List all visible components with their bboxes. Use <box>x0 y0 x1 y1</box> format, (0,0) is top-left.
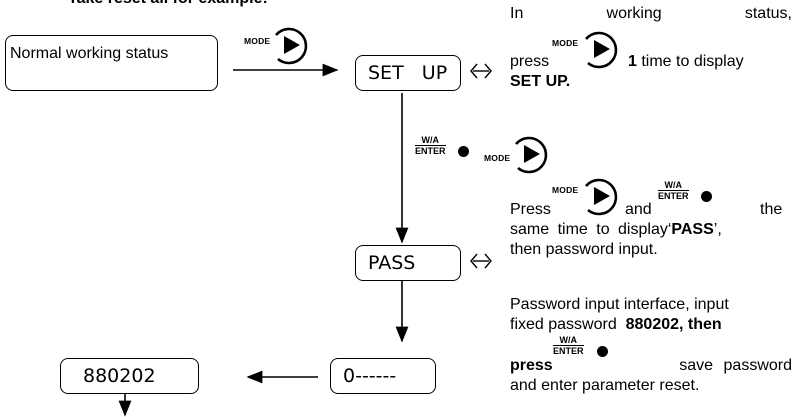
description-1: In working status, <box>510 4 792 24</box>
wa-enter-key-3[interactable]: W/A ENTER <box>553 335 584 356</box>
screen-zero: 0------ <box>330 358 436 394</box>
wa-label: W/A <box>658 180 689 191</box>
screen-password-text: 880202 <box>83 365 156 387</box>
desc3-line4: and enter parameter reset. <box>510 377 700 394</box>
mode-button-4[interactable]: MODE <box>552 175 622 216</box>
desc1-word: In <box>510 5 524 22</box>
desc2-and: and <box>625 201 652 218</box>
desc2-line3: then password input. <box>510 241 658 258</box>
desc2-press: Press <box>510 201 551 218</box>
enter-label: ENTER <box>658 191 689 201</box>
play-icon <box>585 31 618 69</box>
enter-label: ENTER <box>415 146 446 156</box>
desc2-text: same time to display‘ <box>510 221 672 238</box>
normal-status-label: Normal working status <box>10 45 169 62</box>
wa-enter-key-1[interactable]: W/A ENTER <box>415 135 446 156</box>
screen-setup: SET UP <box>355 55 461 91</box>
play-icon <box>515 136 548 174</box>
desc1-word: status, <box>744 5 792 22</box>
mode-button-3[interactable]: MODE <box>552 28 622 69</box>
mode-label: MODE <box>244 36 271 46</box>
page-title: Take reset all for example: <box>68 0 268 8</box>
desc3-line1: Password input interface, input <box>510 296 729 313</box>
screen-password: 880202 <box>60 358 199 394</box>
desc1-count: 1 <box>628 53 637 70</box>
screen-pass: PASS <box>355 245 461 281</box>
wa-label: W/A <box>553 335 584 346</box>
desc2-the: the <box>760 201 783 218</box>
screen-pass-text: PASS <box>368 252 416 274</box>
desc3-line2: fixed password 880202, then <box>510 315 722 335</box>
double-arrow-icon-1 <box>470 63 492 79</box>
mode-label: MODE <box>484 153 511 163</box>
desc1-tail: time to display <box>636 53 744 70</box>
screen-setup-text: SET UP <box>368 62 448 84</box>
mode-button-1[interactable]: MODE <box>240 26 310 66</box>
wa-enter-key-2[interactable]: W/A ENTER <box>658 180 689 201</box>
desc3-bold: 880202, then <box>625 316 722 333</box>
play-icon <box>275 27 308 65</box>
desc1-press: press <box>510 53 550 70</box>
mode-button-2[interactable]: MODE <box>482 135 552 175</box>
desc3-tail: save password <box>679 357 792 374</box>
screen-zero-text: 0------ <box>343 365 397 387</box>
desc3-press: press <box>510 357 553 374</box>
desc2-line2: same time to display‘PASS’, <box>510 220 792 240</box>
play-icon <box>585 178 618 216</box>
desc2-bold: PASS <box>671 221 714 238</box>
double-arrow-icon-2 <box>470 253 492 269</box>
mode-label: MODE <box>552 185 579 195</box>
normal-status-box: Normal working status <box>5 35 218 91</box>
enter-dot-icon <box>701 191 712 202</box>
enter-dot-icon <box>597 346 608 357</box>
enter-dot-icon <box>458 146 469 157</box>
mode-label: MODE <box>552 38 579 48</box>
desc1-word: working <box>606 5 662 22</box>
desc1-bold: SET UP. <box>510 73 571 90</box>
desc1-after: 1 time to display <box>628 52 744 72</box>
desc3-text: fixed password <box>510 316 622 333</box>
wa-label: W/A <box>415 135 446 146</box>
desc2-text: ’, <box>713 221 722 238</box>
enter-label: ENTER <box>553 346 584 356</box>
